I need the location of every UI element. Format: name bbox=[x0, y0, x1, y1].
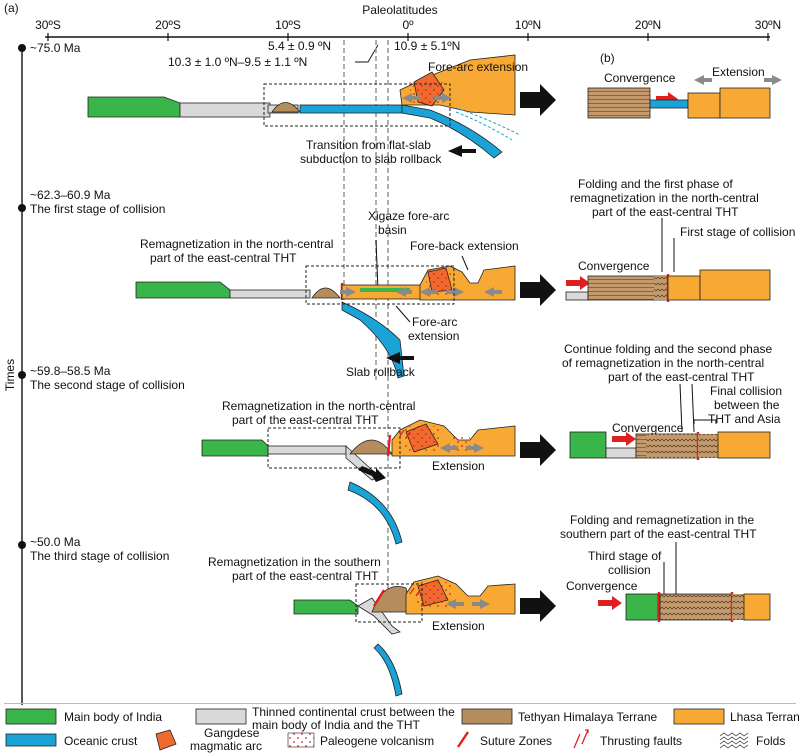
folding1-l3: part of the east-central THT bbox=[592, 205, 739, 219]
stage-2-section: Xigaze fore-arc basin Remagnetization in… bbox=[135, 209, 556, 379]
axis-tick-label: 20ºN bbox=[635, 18, 661, 32]
final-l1: Final collision bbox=[710, 384, 782, 398]
gangdese-arc-icon bbox=[155, 729, 177, 751]
remag-s-l1: Remagnetization in the southern bbox=[208, 555, 381, 569]
legend-swatch-lhasa bbox=[673, 708, 725, 725]
convergence-2: Convergence bbox=[578, 259, 650, 273]
legend-volcanism: Paleogene volcanism bbox=[320, 734, 434, 748]
stage-3-time: ~59.8–58.5 Ma bbox=[30, 364, 111, 378]
stage-3-panel-b: Continue folding and the second phase of… bbox=[562, 342, 782, 460]
legend-india: Main body of India bbox=[64, 710, 162, 724]
cont-l1: Continue folding and the second phase bbox=[564, 342, 772, 356]
legend: Main body of India Thinned continental c… bbox=[4, 703, 800, 753]
remag-nc-2-l1: Remagnetization in the north-central bbox=[222, 399, 415, 413]
legend-lhasa: Lhasa Terrane bbox=[730, 710, 800, 724]
legend-swatch-thinned bbox=[195, 708, 247, 725]
paleolatitude-axis: Paleolatitudes 30ºS 20ºS 10ºS 0º 10ºN 20ºN 30º… bbox=[35, 3, 781, 41]
stage-1-section: Fore-arc extension Transition from flat-… bbox=[87, 54, 556, 166]
paleo-annotation-b: 10.3 ± 1.0 ºN–9.5 ± 1.1 ºN bbox=[168, 55, 307, 69]
panel-b-label: (b) bbox=[600, 51, 615, 65]
folds-icon bbox=[719, 732, 749, 749]
axis-tick-label: 0º bbox=[402, 18, 414, 32]
transition-label-l1: Transition from flat-slab bbox=[306, 138, 431, 152]
volcanism-icon bbox=[287, 732, 315, 748]
stage-2-panel-b: Folding and the first phase of remagneti… bbox=[565, 177, 795, 302]
fold-s-l2: southern part of the east-central THT bbox=[560, 527, 757, 541]
legend-oceanic: Oceanic crust bbox=[64, 734, 138, 748]
stage-4-section: Remagnetization in the southern part of … bbox=[208, 555, 556, 697]
thrust-fault-icon bbox=[573, 729, 589, 749]
stage-1-time: ~75.0 Ma bbox=[30, 41, 81, 55]
third-l1: Third stage of bbox=[588, 549, 662, 563]
stage-1-panel-b: (b) Convergence Extension bbox=[587, 51, 782, 119]
axis-tick-label: 20ºS bbox=[155, 18, 181, 32]
fore-arc-extension-1: Fore-arc extension bbox=[428, 60, 528, 74]
axis-tick-label: 10ºN bbox=[515, 18, 541, 32]
fore-arc-extension-2-l1: Fore-arc bbox=[412, 315, 457, 329]
final-l3: THT and Asia bbox=[708, 412, 781, 426]
time-axis: Times bbox=[3, 44, 26, 705]
stage-4-name: The third stage of collision bbox=[30, 549, 169, 563]
cont-l2: of remagnetization in the north-central bbox=[562, 356, 764, 370]
time-axis-label: Times bbox=[3, 359, 17, 391]
stage-4-panel-b: Folding and remagnetization in the south… bbox=[560, 513, 771, 622]
legend-thrust: Thrusting faults bbox=[600, 734, 682, 748]
extension-4: Extension bbox=[432, 619, 485, 633]
fold-s-l1: Folding and remagnetization in the bbox=[570, 513, 754, 527]
legend-gangdese-l1: Gangdese bbox=[204, 726, 260, 740]
legend-tht: Tethyan Himalaya Terrane bbox=[518, 710, 658, 724]
first-stage: First stage of collision bbox=[680, 225, 795, 239]
final-l2: between the bbox=[714, 398, 780, 412]
legend-swatch-tht bbox=[461, 708, 513, 725]
xigaze-l1: Xigaze fore-arc bbox=[368, 209, 449, 223]
transition-label-l2: subduction to slab rollback bbox=[300, 152, 442, 166]
fore-arc-extension-2-l2: extension bbox=[408, 329, 459, 343]
xigaze-l2: basin bbox=[378, 223, 407, 237]
remag-nc-1-l1: Remagnetization in the north-central bbox=[140, 237, 333, 251]
stage-3-section: Remagnetization in the north-central par… bbox=[201, 399, 556, 545]
axis-tick-label: 30ºS bbox=[35, 18, 61, 32]
extension-1: Extension bbox=[712, 65, 765, 79]
paleo-annotation-c: 10.9 ± 5.1ºN bbox=[394, 39, 460, 53]
folding1-l2: remagnetization in the north-central bbox=[570, 191, 759, 205]
third-l2: collision bbox=[608, 563, 651, 577]
legend-thinned-l2: main body of India and the THT bbox=[252, 718, 421, 732]
legend-folds: Folds bbox=[756, 734, 785, 748]
legend-gangdese-l2: magmatic arc bbox=[190, 739, 262, 753]
folding1-l1: Folding and the first phase of bbox=[578, 177, 733, 191]
stage-3-name: The second stage of collision bbox=[30, 378, 185, 392]
legend-thinned-l1: Thinned continental crust between the bbox=[252, 705, 455, 719]
stage-2-time: ~62.3–60.9 Ma bbox=[30, 188, 111, 202]
legend-suture: Suture Zones bbox=[480, 734, 552, 748]
panel-a-label: (a) bbox=[4, 1, 19, 15]
paleo-annotation-a: 5.4 ± 0.9 ºN bbox=[268, 39, 331, 53]
extension-3: Extension bbox=[432, 459, 485, 473]
axis-tick-label: 30ºN bbox=[755, 18, 781, 32]
remag-nc-1-l2: part of the east-central THT bbox=[150, 251, 297, 265]
axis-title: Paleolatitudes bbox=[362, 3, 437, 17]
convergence-4: Convergence bbox=[566, 579, 638, 593]
remag-s-l2: part of the east-central THT bbox=[232, 569, 379, 583]
legend-swatch-india bbox=[5, 708, 57, 725]
stage-2-name: The first stage of collision bbox=[30, 202, 165, 216]
axis-tick-label: 10ºS bbox=[275, 18, 301, 32]
fore-back-extension: Fore-back extension bbox=[410, 239, 519, 253]
cont-l3: part of the east-central THT bbox=[608, 370, 755, 384]
legend-swatch-oceanic bbox=[5, 733, 57, 747]
slab-rollback: Slab rollback bbox=[346, 365, 416, 379]
remag-nc-2-l2: part of the east-central THT bbox=[232, 413, 379, 427]
suture-zone-icon bbox=[457, 731, 469, 748]
convergence-3: Convergence bbox=[612, 421, 684, 435]
convergence-1: Convergence bbox=[604, 71, 676, 85]
stage-4-time: ~50.0 Ma bbox=[30, 535, 81, 549]
